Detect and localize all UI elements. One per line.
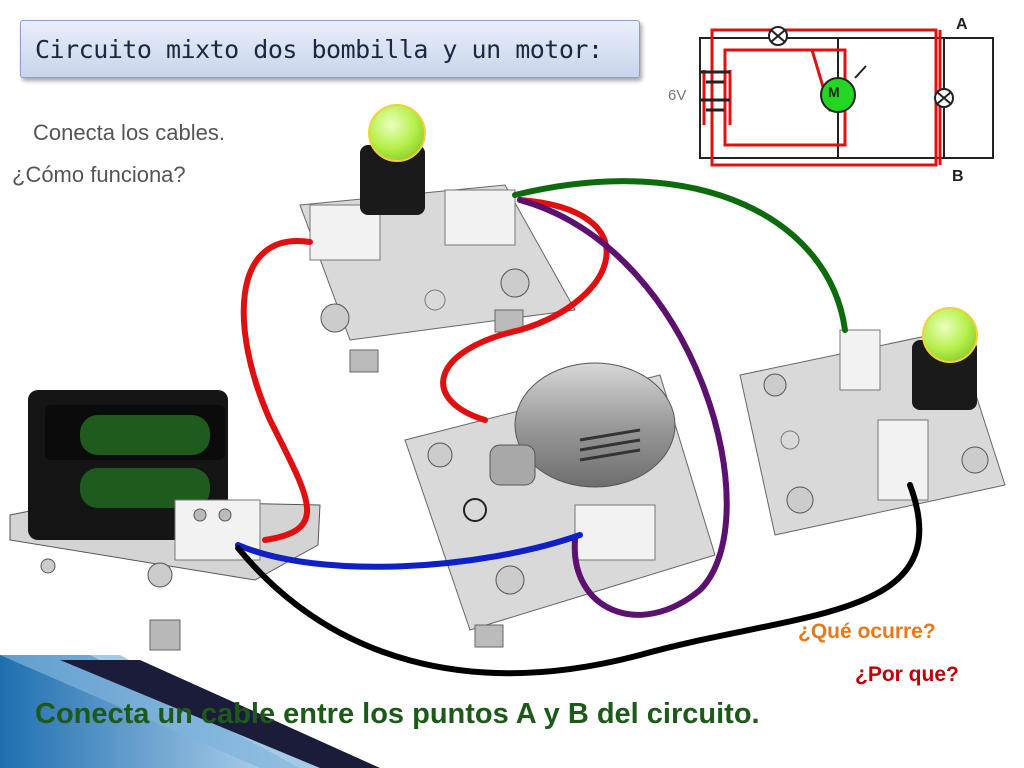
- red-wire-left: [240, 238, 313, 543]
- subtitle-connect: Conecta los cables.: [33, 120, 225, 145]
- battery-holder: [9, 390, 321, 651]
- subtitle-how: ¿Cómo funciona?: [12, 162, 186, 187]
- title-box: Circuito mixto dos bombilla y un motor:: [20, 20, 640, 78]
- black-wire: [235, 482, 923, 677]
- decorative-stripes: [0, 655, 380, 768]
- motor-board: [404, 362, 716, 648]
- top-lamp-board: [299, 104, 576, 373]
- motor-board-symbol: [463, 498, 487, 522]
- purple-wire: [517, 197, 730, 618]
- instruction-text: Conecta un cable entre los puntos A y B …: [35, 698, 760, 730]
- green-wire: [512, 178, 848, 333]
- slide-title: Circuito mixto dos bombilla y un motor:: [35, 35, 603, 64]
- schematic-motor: [820, 77, 856, 113]
- schematic-point-a: A: [956, 16, 968, 33]
- motor-symbol-label: M: [828, 84, 840, 100]
- question-what: ¿Qué ocurre?: [798, 620, 936, 643]
- schematic-diagram: [699, 26, 994, 167]
- battery-voltage-label: 6V: [668, 87, 687, 104]
- schematic-point-b: B: [952, 168, 964, 185]
- red-wire-right: [440, 197, 610, 423]
- question-why: ¿Por que?: [855, 663, 959, 686]
- blue-wire: [235, 532, 583, 570]
- right-lamp-board: [739, 307, 1006, 536]
- wires: [235, 178, 923, 677]
